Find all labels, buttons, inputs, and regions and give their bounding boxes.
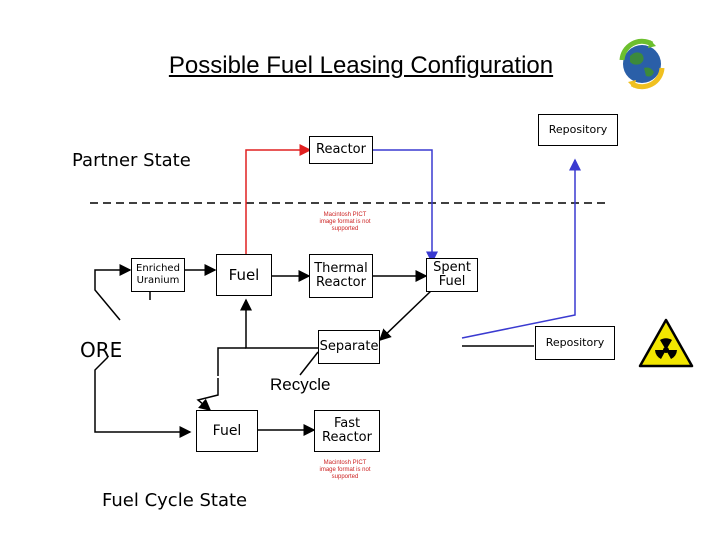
recycle-label: Recycle xyxy=(270,375,331,394)
fuel-mid-box: Fuel xyxy=(216,254,272,296)
reactor-box: Reactor xyxy=(309,136,373,164)
separate-to-fuel-arrow xyxy=(240,298,318,349)
partner-state-label: Partner State xyxy=(72,150,191,171)
fast-reactor-box: Fast Reactor xyxy=(314,410,380,452)
spent-fuel-box: Spent Fuel xyxy=(426,258,478,292)
radiation-hazard-icon xyxy=(638,318,694,368)
ore-to-fuel-bottom-arrow xyxy=(94,356,192,438)
pict-placeholder-top: Macintosh PICT image format is not suppo… xyxy=(319,212,371,232)
slide-title: Possible Fuel Leasing Configuration xyxy=(168,52,554,79)
pict-placeholder-bottom: Macintosh PICT image format is not suppo… xyxy=(319,460,371,480)
fuel-bottom-box: Fuel xyxy=(196,410,258,452)
separate-to-repository-arrow xyxy=(461,158,581,339)
ore-label: ORE xyxy=(80,338,123,362)
thermal-reactor-box: Thermal Reactor xyxy=(309,254,373,298)
enriched-uranium-box: Enriched Uranium xyxy=(131,258,185,292)
separate-box: Separate xyxy=(318,330,380,364)
recycling-globe-icon xyxy=(616,38,668,90)
reactor-to-spent-arrow xyxy=(370,149,438,264)
fuel-to-reactor-arrow xyxy=(245,144,312,260)
fuel-cycle-state-label: Fuel Cycle State xyxy=(102,490,248,511)
repository-right-box: Repository xyxy=(535,326,615,360)
ore-to-enriched-arrow xyxy=(94,264,132,321)
repository-top-box: Repository xyxy=(538,114,618,146)
